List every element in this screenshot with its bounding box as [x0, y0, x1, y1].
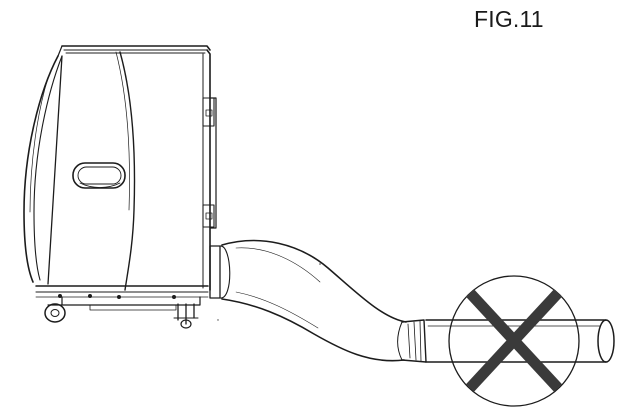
stray-dot [217, 319, 219, 321]
rear-caster [173, 303, 199, 329]
hose-end-cuff [397, 319, 427, 363]
front-panel [23, 55, 63, 285]
rear-bracket [202, 97, 217, 229]
hose-outlet-connector [209, 245, 231, 299]
prohibited-extension-mark [448, 275, 580, 407]
x-mark-icon [465, 289, 563, 392]
stray-dot [319, 263, 321, 265]
front-wheel [44, 303, 66, 323]
exhaust-hose [209, 239, 615, 363]
handle-recess [72, 162, 126, 189]
top-panel [57, 45, 211, 57]
appliance-unit [23, 45, 217, 329]
side-panel [35, 49, 211, 298]
base [58, 294, 201, 311]
figure-label: FIG.11 [474, 6, 544, 32]
